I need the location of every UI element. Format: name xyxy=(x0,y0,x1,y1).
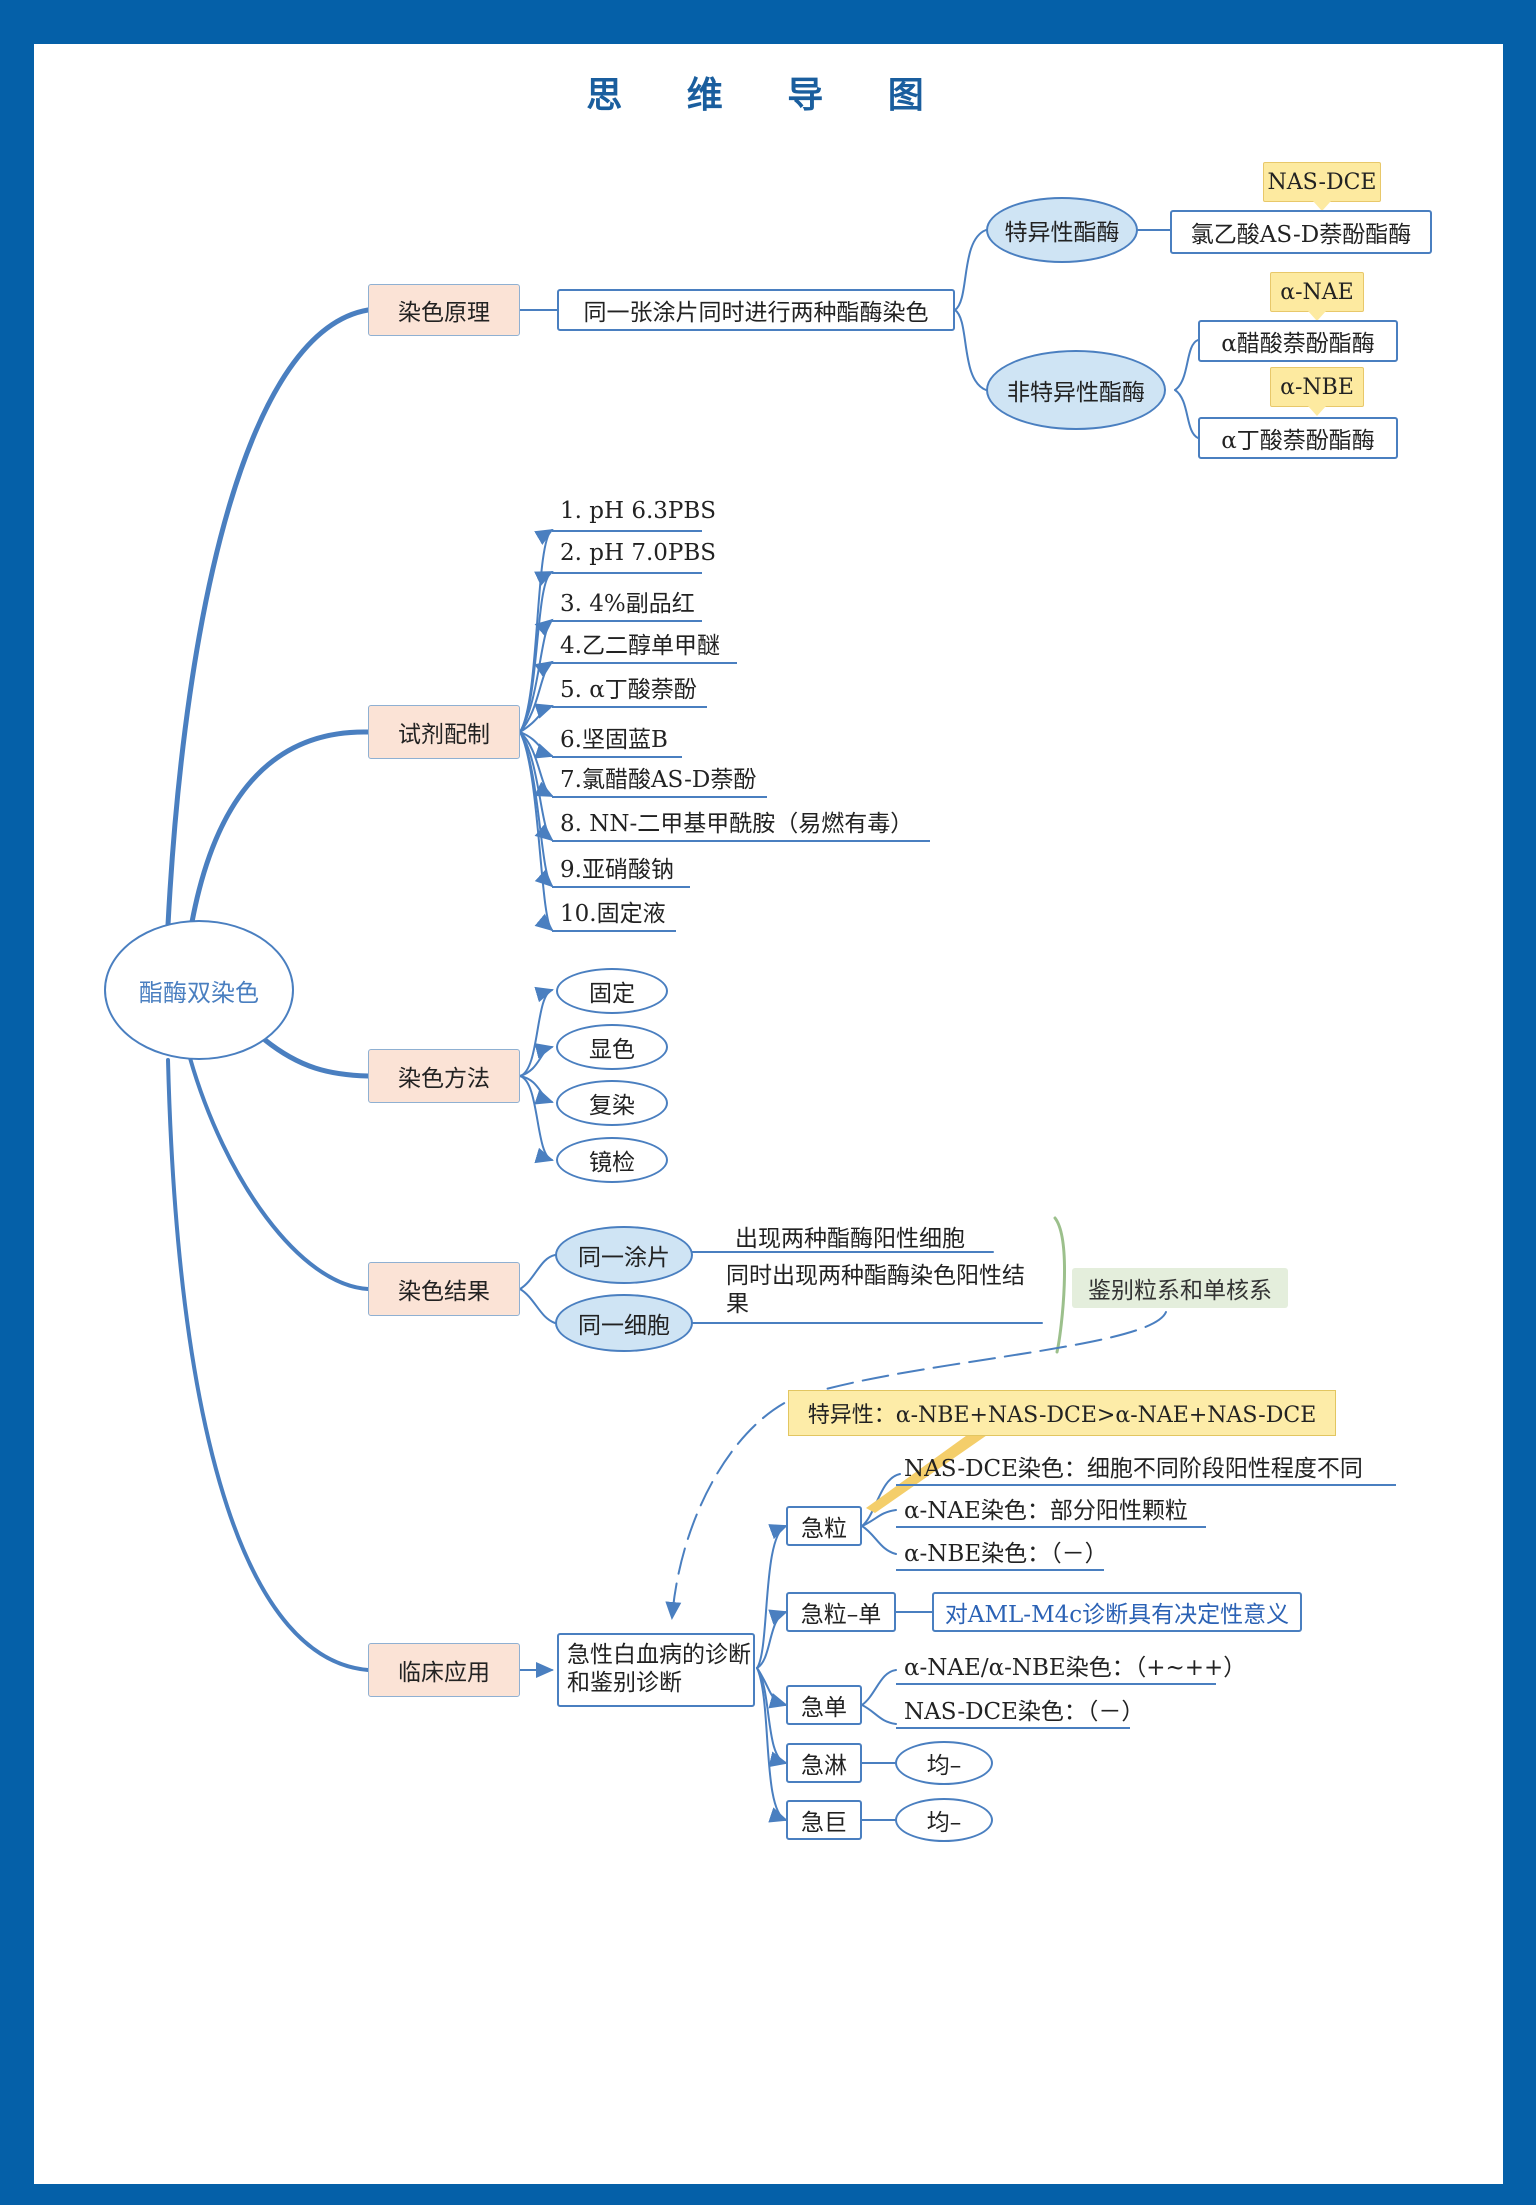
link-root-reagents xyxy=(189,729,371,925)
reagent-item: 7.氯醋酸AS-D萘酚 xyxy=(552,758,767,798)
category-reagents: 试剂配制 xyxy=(368,705,520,759)
method-step: 镜检 xyxy=(556,1137,668,1183)
link-root-principle xyxy=(165,307,371,928)
method-step: 复染 xyxy=(556,1080,668,1126)
category-method: 染色方法 xyxy=(368,1049,520,1103)
leukemia-detail: α-NBE染色：（－） xyxy=(896,1533,1108,1571)
nonspecific-item-nae: α醋酸萘酚酯酶 xyxy=(1198,320,1398,362)
clinical-detail: 急性白血病的诊断和鉴别诊断 xyxy=(557,1633,755,1707)
principle-detail: 同一张涂片同时进行两种酯酶染色 xyxy=(557,289,955,331)
reagent-item: 5. α丁酸萘酚 xyxy=(552,668,707,708)
method-step: 显色 xyxy=(556,1024,668,1070)
result-same-smear: 同一涂片 xyxy=(555,1226,693,1284)
reagent-item: 8. NN-二甲基甲酰胺（易燃有毒） xyxy=(552,802,930,842)
leukemia-type: 急巨 xyxy=(786,1800,862,1840)
tag-alpha-nbe: α-NBE xyxy=(1270,367,1364,416)
root-node: 酯酶双染色 xyxy=(104,920,294,1060)
nonspecific-esterase: 非特异性酯酶 xyxy=(986,350,1166,430)
page xyxy=(34,44,1503,2184)
result-smear-desc: 出现两种酯酶阳性细胞 xyxy=(735,1226,965,1252)
category-clinical: 临床应用 xyxy=(368,1643,520,1697)
reagent-item: 2. pH 7.0PBS xyxy=(552,534,716,574)
leukemia-type: 急粒–单 xyxy=(786,1592,896,1632)
leukemia-detail: α-NAE染色：部分阳性颗粒 xyxy=(896,1490,1206,1528)
specific-esterase: 特异性酯酶 xyxy=(986,197,1138,263)
reagent-item: 9.亚硝酸钠 xyxy=(552,848,690,888)
link-root-result xyxy=(188,1056,370,1291)
page-title: 思 维 导 图 xyxy=(586,75,950,116)
tag-nas-dce: NAS-DCE xyxy=(1263,162,1381,211)
specificity-callout-pointer xyxy=(866,1433,990,1513)
leukemia-detail: α-NAE/α-NBE染色：（+~++） xyxy=(896,1647,1246,1685)
reagent-item: 10.固定液 xyxy=(552,892,676,932)
leukemia-type: 急淋 xyxy=(786,1743,862,1783)
category-result: 染色结果 xyxy=(368,1262,520,1316)
leukemia-type: 急粒 xyxy=(786,1506,862,1546)
specific-esterase-item: 氯乙酸AS-D萘酚酯酶 xyxy=(1170,210,1432,254)
leukemia-type: 急单 xyxy=(786,1685,862,1725)
reagent-item: 1. pH 6.3PBS xyxy=(552,492,716,532)
specificity-callout: 特异性：α-NBE+NAS-DCE>α-NAE+NAS-DCE xyxy=(788,1390,1336,1436)
leukemia-detail: 对AML-M4c诊断具有决定性意义 xyxy=(932,1592,1302,1632)
result-cell-desc: 同时出现两种酯酶染色阳性结果 xyxy=(726,1263,1025,1317)
nonspecific-item-nbe: α丁酸萘酚酯酶 xyxy=(1198,417,1398,459)
category-principle: 染色原理 xyxy=(368,284,520,336)
tag-alpha-nae: α-NAE xyxy=(1270,272,1364,321)
link-root-method xyxy=(262,1037,371,1079)
leukemia-detail: NAS-DCE染色：（－） xyxy=(896,1691,1144,1729)
result-conclusion: 鉴别粒系和单核系 xyxy=(1072,1268,1288,1308)
leukemia-detail: NAS-DCE染色：细胞不同阶段阳性程度不同 xyxy=(896,1448,1396,1486)
link-root-clinical xyxy=(166,1058,370,1672)
reagent-item: 3. 4%副品红 xyxy=(552,582,702,622)
leukemia-detail: 均– xyxy=(895,1798,993,1842)
reagent-item: 6.坚固蓝B xyxy=(552,718,682,758)
method-step: 固定 xyxy=(556,968,668,1014)
leukemia-detail: 均– xyxy=(895,1741,993,1785)
result-same-cell: 同一细胞 xyxy=(555,1294,693,1352)
reagent-item: 4.乙二醇单甲醚 xyxy=(552,624,737,664)
